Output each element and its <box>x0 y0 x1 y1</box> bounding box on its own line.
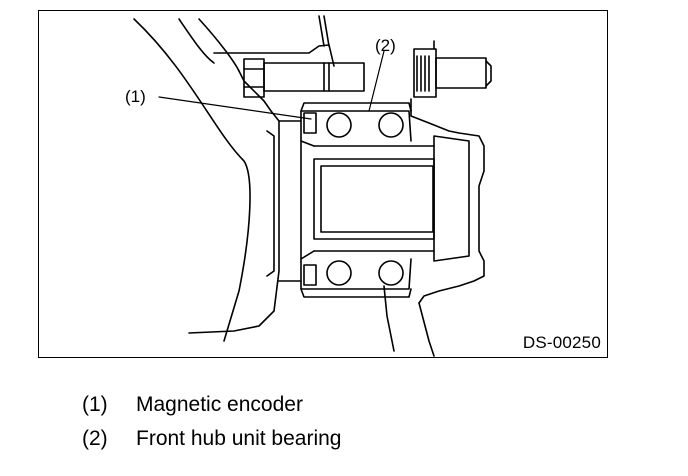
hub-bore <box>300 140 435 260</box>
knuckle-outline <box>133 15 335 342</box>
bolt-upper <box>243 58 365 98</box>
legend-number: (2) <box>82 427 108 450</box>
figure-code: DS-00250 <box>522 333 601 352</box>
legend-item: (2) Front hub unit bearing <box>82 422 341 456</box>
diagram-frame: (1) (2) DS-00250 <box>38 10 608 358</box>
leader-lines <box>158 50 385 120</box>
legend: (1) Magnetic encoder (2) Front hub unit … <box>82 388 341 456</box>
bearing-outer-race <box>278 102 412 298</box>
dust-cover <box>266 130 275 277</box>
legend-text: Front hub unit bearing <box>136 427 342 450</box>
magnetic-encoder <box>303 112 317 286</box>
legend-text: Magnetic encoder <box>136 393 303 416</box>
callout-1-label: (1) <box>125 87 146 106</box>
legend-number: (1) <box>82 393 108 416</box>
hub-bolt <box>413 40 492 98</box>
bearing-balls <box>326 112 404 286</box>
callout-2-label: (2) <box>375 36 396 55</box>
hub-bearing-cross-section <box>133 15 492 357</box>
legend-item: (1) Magnetic encoder <box>82 388 341 422</box>
